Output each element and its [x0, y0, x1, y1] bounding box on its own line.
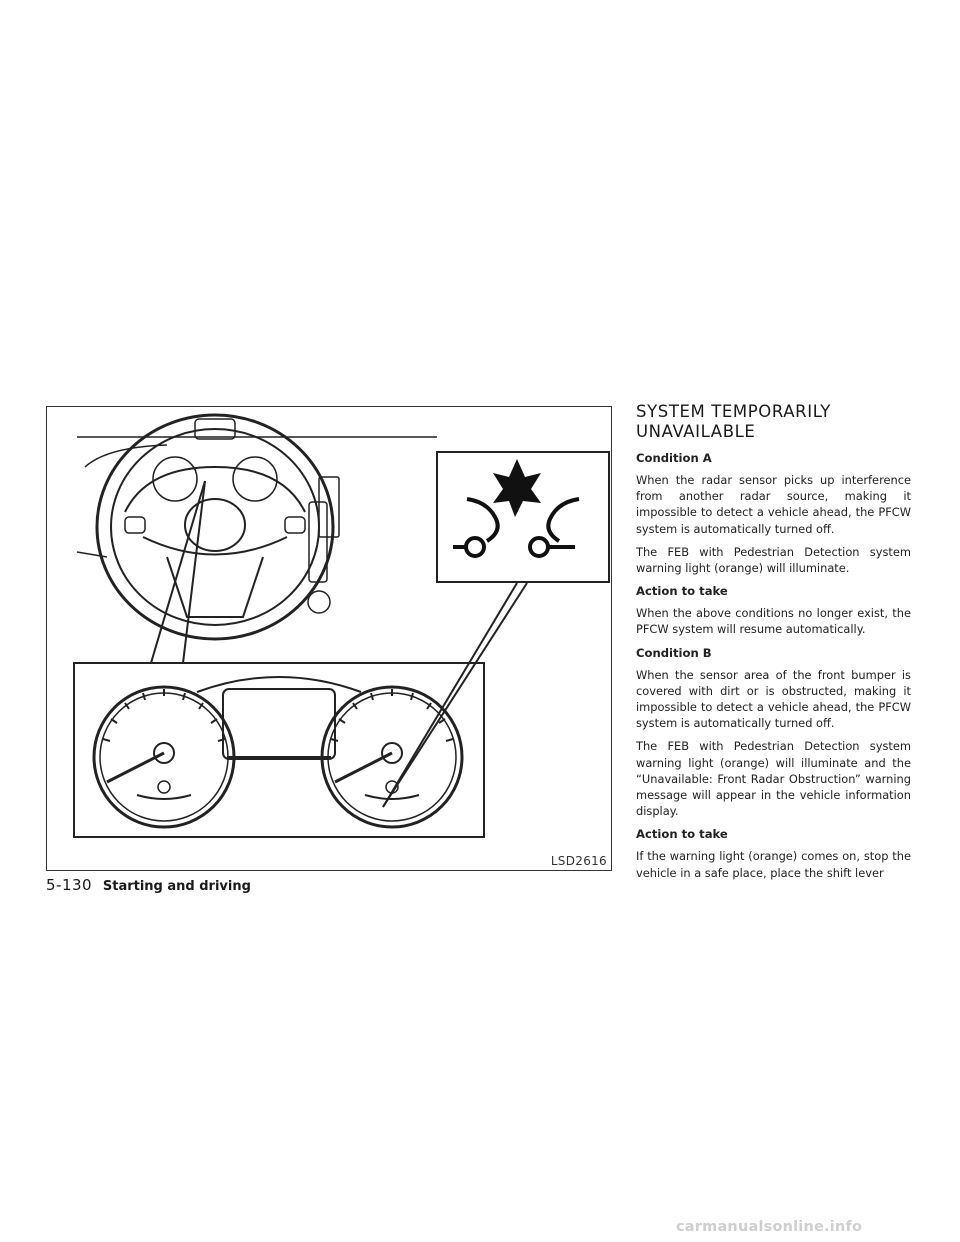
subheading: Action to take — [636, 584, 728, 599]
illustration-figure: LSD2616 — [46, 406, 612, 871]
paragraph: When the radar sensor picks up interfere… — [636, 473, 911, 536]
figure-code: LSD2616 — [550, 854, 607, 868]
paragraph: The FEB with Pedestrian Detection system… — [636, 739, 911, 819]
section-title: SYSTEM TEMPORARILY UNAVAILABLE — [636, 402, 831, 441]
page-footer: 5-130 Starting and driving — [46, 876, 251, 894]
text-column: SYSTEM TEMPORARILY UNAVAILABLE Condition… — [636, 402, 911, 888]
paragraph: The FEB with Pedestrian Detection system… — [636, 544, 911, 576]
subheading: Condition A — [636, 451, 712, 465]
subheading: Action to take — [636, 827, 728, 842]
section-body: Condition A When the radar sensor picks u… — [636, 450, 911, 881]
watermark: carmanualsonline.info — [676, 1219, 863, 1235]
paragraph: When the above conditions no longer exis… — [636, 606, 911, 637]
page-number: 5-130 — [46, 876, 93, 894]
paragraph: When the sensor area of the front bumper… — [636, 667, 911, 731]
dashboard-illustration — [73, 413, 610, 838]
subheading: Condition B — [636, 645, 712, 660]
paragraph: If the warning light (orange) comes on, … — [636, 849, 911, 880]
feb-warning-icon — [453, 459, 580, 558]
footer-section: Starting and driving — [102, 879, 251, 894]
